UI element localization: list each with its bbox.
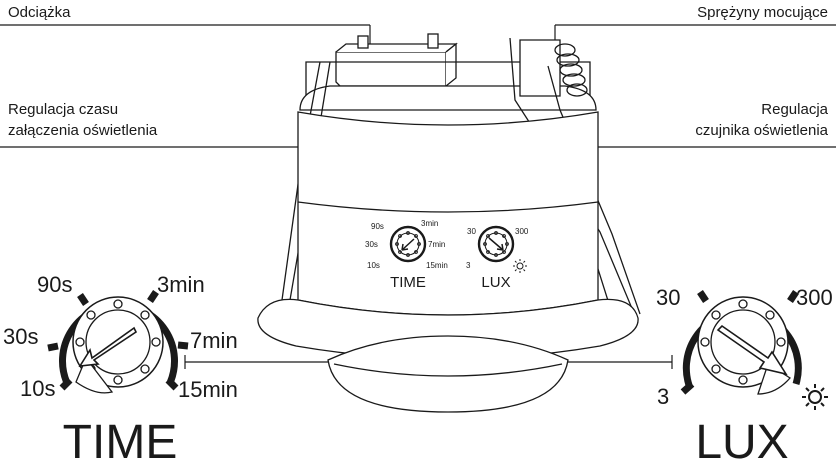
strain-relief-screw-right xyxy=(427,33,439,49)
lux-mark: 3 xyxy=(657,384,669,409)
sprezyny-label: Sprężyny mocujące xyxy=(697,4,828,21)
lux-regulation-label-line2: czujnika oświetlenia xyxy=(695,122,828,139)
device-time-mark: 7min xyxy=(428,240,445,249)
device-time-mark: 3min xyxy=(421,219,438,228)
strain-relief-block xyxy=(335,51,447,87)
time-dial-marks: 10s 30s 90s 3min 7min 15min xyxy=(3,272,238,402)
pir-lens-edge xyxy=(333,363,563,377)
device-sun-icon xyxy=(513,259,527,273)
device-time-dial[interactable] xyxy=(389,225,427,263)
lux-dial-title: LUX xyxy=(695,416,788,463)
time-arrow-icon xyxy=(78,326,138,367)
lux-arrow-icon xyxy=(716,324,788,376)
lux-dial-inner-ring xyxy=(710,309,776,375)
housing-cylinder xyxy=(297,111,599,316)
device-time-arrow-icon xyxy=(401,238,415,251)
time-regulation-label-line1: Regulacja czasu xyxy=(8,101,119,118)
device-time-title: TIME xyxy=(390,274,426,291)
device-time-mark: 90s xyxy=(371,222,384,231)
device-lux-mark: 300 xyxy=(515,227,529,236)
time-dial-title: TIME xyxy=(63,416,178,463)
device-time-mark: 10s xyxy=(367,261,380,270)
device-time-marks: 90s 3min 30s 7min 10s 15min xyxy=(365,219,448,270)
sun-icon xyxy=(802,384,828,410)
time-mark: 30s xyxy=(3,324,38,349)
housing-seam xyxy=(297,201,599,213)
lux-dial-ticks xyxy=(680,290,799,395)
device-time-mark: 15min xyxy=(426,261,448,270)
device-lux-marks: 30 300 3 xyxy=(466,227,529,270)
lux-dial-marks: 3 30 300 xyxy=(656,285,833,409)
time-dial-notch xyxy=(75,356,114,394)
device-lux-mark: 3 xyxy=(466,261,471,270)
lux-dial-notch xyxy=(757,363,791,395)
device-lux-title: LUX xyxy=(481,274,510,291)
time-dial-ticks xyxy=(47,290,189,391)
strain-relief-screw-left xyxy=(357,35,369,49)
time-mark: 7min xyxy=(190,328,238,353)
time-dial-inner-ring xyxy=(85,309,151,375)
time-mark: 10s xyxy=(20,376,55,401)
pir-lens-dome xyxy=(327,335,569,413)
device-lux-mark: 30 xyxy=(467,227,476,236)
lux-dial[interactable] xyxy=(680,290,802,395)
device-lux-dial[interactable] xyxy=(477,225,515,263)
housing-flange xyxy=(257,298,639,360)
device-lux-arrow-icon xyxy=(488,237,504,251)
device-time-mark: 30s xyxy=(365,240,378,249)
time-mark: 90s xyxy=(37,272,72,297)
time-regulation-label-line2: załączenia oświetlenia xyxy=(8,122,158,139)
odciazka-label: Odciążka xyxy=(8,4,71,21)
time-mark: 3min xyxy=(157,272,205,297)
lux-mark: 300 xyxy=(796,285,833,310)
lux-mark: 30 xyxy=(656,285,680,310)
spring-coils xyxy=(554,43,588,97)
sensor-device xyxy=(257,33,641,413)
time-mark: 15min xyxy=(178,377,238,402)
strain-relief-side xyxy=(445,42,457,87)
lux-regulation-label-line1: Regulacja xyxy=(761,101,828,118)
spring-block xyxy=(519,39,561,97)
time-dial[interactable] xyxy=(47,290,189,394)
